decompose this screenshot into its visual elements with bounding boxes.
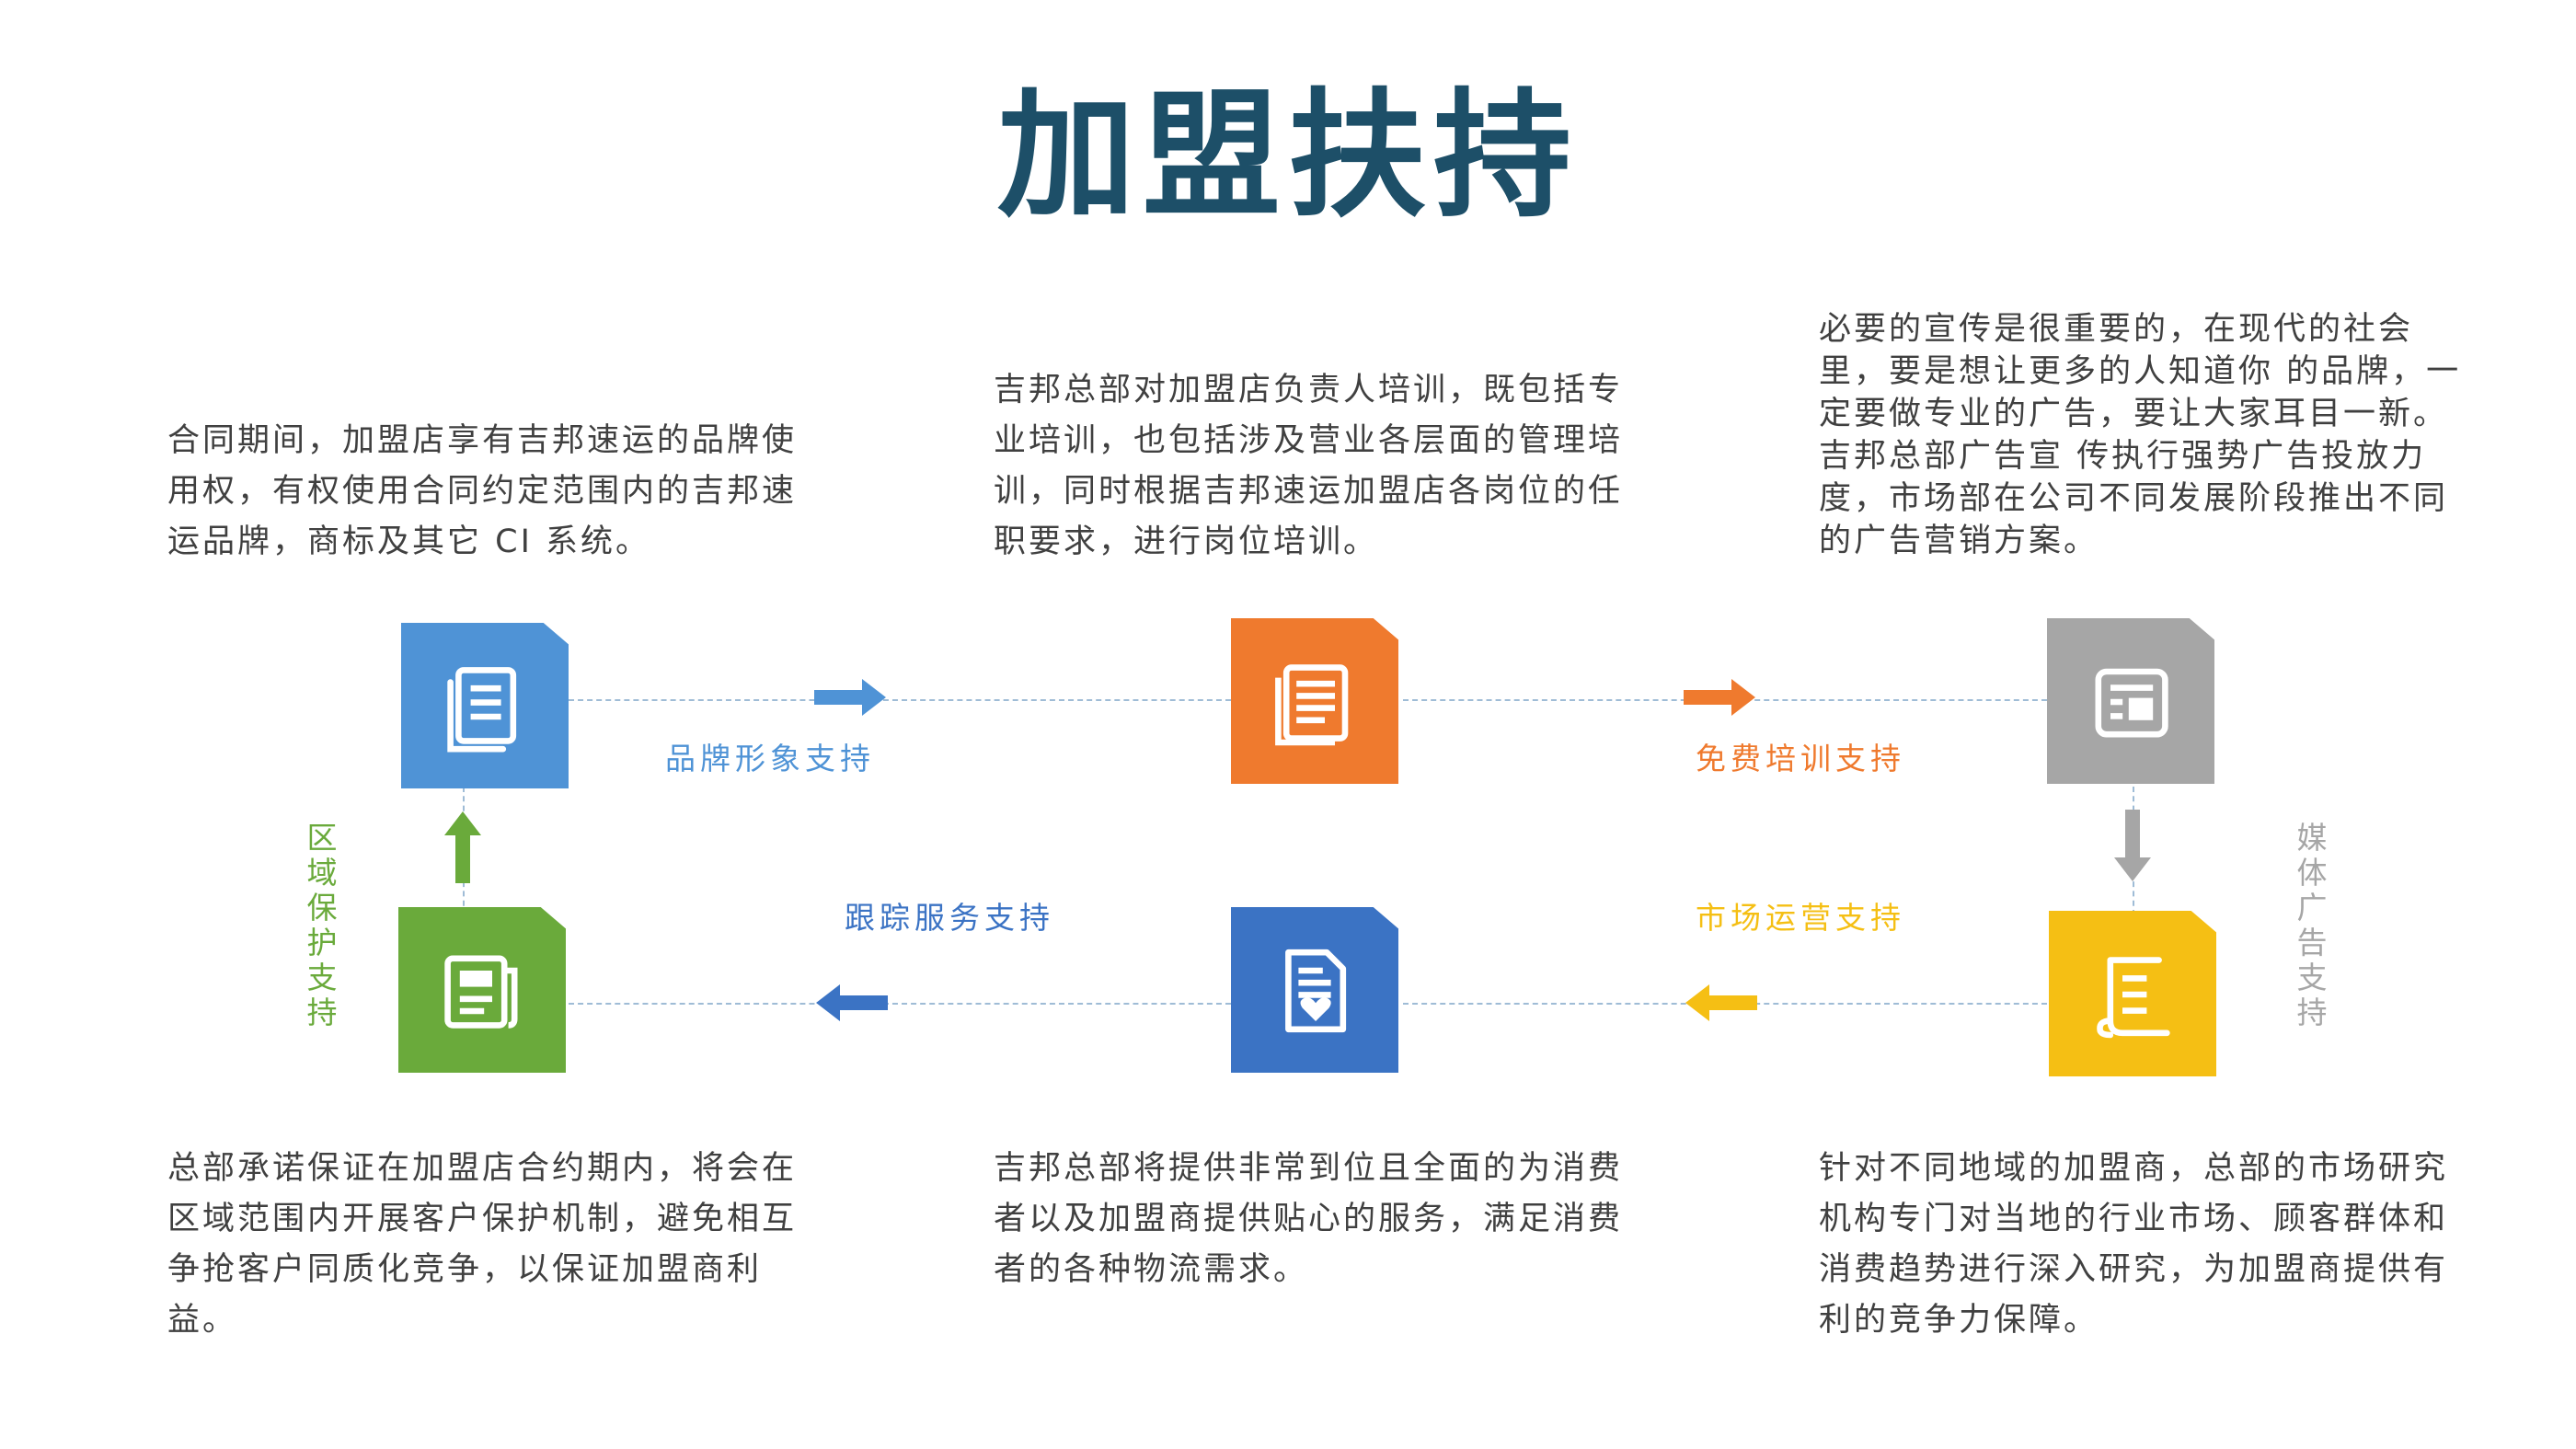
arrow-right-blue [814,679,886,716]
scroll-icon [2097,957,2170,1039]
training-support-description: 吉邦总部对加盟店负责人培训，既包括专业培训，也包括涉及营业各层面的管理培训，同时… [994,372,1624,560]
document-icon [447,667,517,753]
news-article-icon [444,955,518,1029]
arrow-left-yellow [1685,984,1757,1021]
media-support-label: 媒 体 广 告 支 持 [2296,820,2328,1030]
connector-top-left [569,699,1231,701]
tracking-support-description: 吉邦总部将提供非常到位且全面的为消费者以及加盟商提供贴心的服务，满足消费者的各种… [994,1150,1624,1288]
media-support-description: 必要的宣传是很重要的，在现代的社会里，要是想让更多的人知道你 的品牌，一定要做专… [1819,311,2462,559]
market-support-label: 市场运营支持 [1696,900,1905,936]
arrow-up-green [444,811,481,883]
region-support-description: 总部承诺保证在加盟店合约期内，将会在区域范围内开展客户保护机制，避免相互争抢客户… [167,1150,798,1339]
arrow-right-orange [1684,679,1755,716]
tracking-support-tile [1231,907,1398,1073]
brand-support-label: 品牌形象支持 [665,741,875,776]
heart-document-icon [1285,949,1347,1033]
report-icon [1275,664,1349,746]
market-support-description: 针对不同地域的加盟商，总部的市场研究机构专门对当地的行业市场、顾客群体和消费趋势… [1819,1150,2449,1339]
training-support-tile [1231,618,1398,784]
page-title: 加盟扶持 [996,76,1579,236]
arrow-left-navy [816,984,888,1021]
region-support-tile [398,907,566,1073]
brand-support-description: 合同期间，加盟店享有吉邦速运的品牌使用权，有权使用合同约定范围内的吉邦速运品牌，… [167,422,798,560]
newspaper-icon [2095,668,2168,738]
market-support-tile [2049,911,2216,1076]
connector-bottom-left [569,1003,1231,1005]
region-support-label: 区 域 保 护 支 持 [306,820,338,1030]
brand-support-tile [401,623,569,788]
arrow-down-gray [2114,810,2151,881]
training-support-label: 免费培训支持 [1696,741,1905,776]
tracking-support-label: 跟踪服务支持 [845,900,1054,936]
media-support-tile [2047,618,2214,784]
